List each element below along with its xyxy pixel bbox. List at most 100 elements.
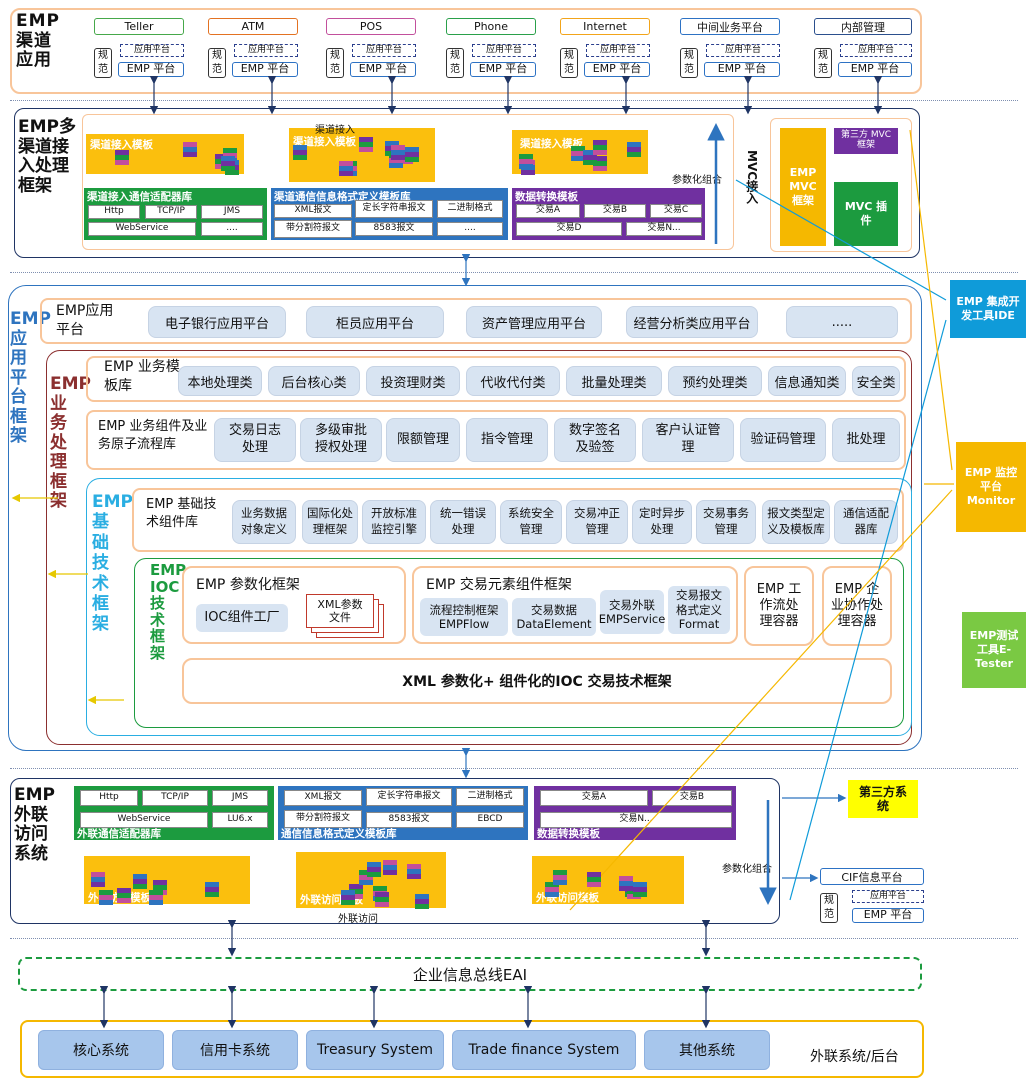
channel-4-header[interactable]: Internet (560, 18, 650, 35)
external-format-title: 通信信息格式定义模板库 (281, 828, 397, 840)
separator-2 (10, 272, 1018, 273)
element-0[interactable]: 流程控制框架 EMPFlow (420, 598, 508, 636)
template-2[interactable]: 投资理财类 (366, 366, 460, 396)
component-4[interactable]: 数字签名及验签 (554, 418, 636, 462)
ext-tpl-right-block-6-bar-2 (553, 880, 567, 885)
separator-1 (10, 100, 1018, 101)
component-2[interactable]: 限额管理 (386, 418, 460, 462)
ext-tpl-left-block-3 (91, 872, 105, 887)
base-item-8[interactable]: 报文类型定义及模板库 (762, 500, 830, 544)
ext-tpl-mid-block-1-bar-2 (349, 894, 363, 899)
monitor-tool[interactable]: EMP 监控平台 Monitor (956, 442, 1026, 532)
backend-0[interactable]: 核心系统 (38, 1030, 164, 1070)
platform-2[interactable]: 资产管理应用平台 (466, 306, 602, 338)
platform-1[interactable]: 柜员应用平台 (306, 306, 444, 338)
access-tpl-mid-block-4-bar-0 (405, 147, 419, 152)
third-mvc-box: 第三方 MVC 框架 (834, 128, 898, 154)
channel-6-platform: EMP 平台 (838, 62, 912, 77)
component-6[interactable]: 验证码管理 (740, 418, 826, 462)
channel-3-header[interactable]: Phone (446, 18, 536, 35)
ext-tpl-mid-block-5-bar-1 (375, 897, 389, 902)
ext-tpl-mid-block-6-bar-0 (359, 870, 373, 875)
external-chip-12: 交易B (652, 790, 732, 806)
channel-1-platform: EMP 平台 (232, 62, 298, 77)
access-tpl-mid-block-3 (391, 145, 405, 160)
channel-2-header[interactable]: POS (326, 18, 416, 35)
template-3[interactable]: 代收代付类 (466, 366, 560, 396)
ide-tool[interactable]: EMP 集成开发工具IDE (950, 280, 1026, 338)
access-arrow-label: 渠道接入 (315, 125, 355, 136)
cif-app: 应用平台 (852, 890, 924, 903)
cif-app-text: 应用平台 (869, 891, 906, 901)
base-item-5[interactable]: 交易冲正管理 (566, 500, 628, 544)
template-5[interactable]: 预约处理类 (668, 366, 762, 396)
base-item-3[interactable]: 统一错误处理 (430, 500, 496, 544)
ext-tpl-left-block-3-bar-0 (91, 872, 105, 877)
cif-platform[interactable]: CIF信息平台 (820, 868, 924, 885)
biz-frame-title-text: EMP业务处理框架 (50, 374, 91, 512)
component-1[interactable]: 多级审批授权处理 (300, 418, 382, 462)
backend-1[interactable]: 信用卡系统 (172, 1030, 298, 1070)
platform-3[interactable]: 经营分析类应用平台 (626, 306, 758, 338)
element-1[interactable]: 交易数据 DataElement (512, 598, 596, 636)
template-0[interactable]: 本地处理类 (178, 366, 262, 396)
cif-gui-text: 规范 (824, 895, 834, 920)
channel-5-gui: 规范 (680, 48, 698, 78)
channel-5-header[interactable]: 中间业务平台 (680, 18, 780, 35)
access-tpl-mid-block-8-bar-1 (293, 150, 307, 155)
element-3[interactable]: 交易报文格式定义 Format (668, 586, 730, 634)
component-5[interactable]: 客户认证管理 (642, 418, 734, 462)
access-tpl-left-block-5-bar-2 (115, 160, 129, 165)
component-0[interactable]: 交易日志处理 (214, 418, 296, 462)
template-7[interactable]: 安全类 (852, 366, 900, 396)
channel-6-app: 应用平台 (840, 44, 912, 57)
ext-tpl-right-block-3-bar-2 (619, 886, 633, 891)
base-item-2[interactable]: 开放标准监控引擎 (362, 500, 426, 544)
component-7[interactable]: 批处理 (832, 418, 900, 462)
base-item-1[interactable]: 国际化处理框架 (302, 500, 358, 544)
access-tpl-right-block-1 (593, 156, 607, 171)
third-party-text: 第三方系统 (858, 784, 907, 813)
ext-tpl-right-block-3-bar-0 (619, 876, 633, 881)
base-item-7[interactable]: 交易事务管理 (696, 500, 756, 544)
xml-file-text: XML参数文件 (317, 597, 363, 624)
channel-0-header[interactable]: Teller (94, 18, 184, 35)
template-4[interactable]: 批量处理类 (566, 366, 662, 396)
backend-3[interactable]: Trade finance System (452, 1030, 636, 1070)
access-param-label: 参数化组合 (672, 175, 722, 186)
access-tpl-right-block-5-bar-2 (593, 150, 607, 155)
channel-1-header[interactable]: ATM (208, 18, 298, 35)
base-item-4[interactable]: 系统安全管理 (500, 500, 562, 544)
backend-2[interactable]: Treasury System (306, 1030, 444, 1070)
channel-5-app: 应用平台 (706, 44, 780, 57)
third-party-system[interactable]: 第三方系统 (848, 780, 918, 818)
ext-tpl-left-block-6-bar-1 (99, 895, 113, 900)
channel-section-title: EMP渠道应用 (16, 11, 60, 86)
channel-3-app: 应用平台 (472, 44, 536, 57)
access-tpl-mid-block-7-bar-2 (339, 171, 353, 176)
access-tpl-mid-block-4-bar-1 (405, 152, 419, 157)
base-item-6[interactable]: 定时异步处理 (632, 500, 692, 544)
base-item-9[interactable]: 通信适配器库 (834, 500, 898, 544)
template-6[interactable]: 信息通知类 (768, 366, 846, 396)
channel-6-header[interactable]: 内部管理 (814, 18, 912, 35)
backend-4[interactable]: 其他系统 (644, 1030, 770, 1070)
ext-tpl-mid-block-1 (349, 884, 363, 899)
ext-tpl-left-block-4-bar-1 (205, 887, 219, 892)
base-item-0[interactable]: 业务数据对象定义 (232, 500, 296, 544)
tester-tool[interactable]: EMP测试工具E-Tester (962, 612, 1026, 688)
base-tech-title: EMP基础技术框架 (92, 492, 133, 635)
platform-0[interactable]: 电子银行应用平台 (148, 306, 286, 338)
ext-tpl-right-block-5-bar-0 (587, 872, 601, 877)
element-2[interactable]: 交易外联 EMPService (599, 590, 665, 634)
ext-tpl-left-block-2-bar-2 (149, 900, 163, 905)
access-adapter-title: 渠道接入通信适配器库 (87, 191, 192, 203)
component-3[interactable]: 指令管理 (466, 418, 548, 462)
third-mvc-text: 第三方 MVC 框架 (840, 130, 892, 150)
platform-4[interactable]: ..... (786, 306, 898, 338)
access-tpl-mid-block-3-bar-1 (391, 150, 405, 155)
ioc-title-text: EMP IOC技术框架 (150, 561, 187, 662)
template-1[interactable]: 后台核心类 (268, 366, 360, 396)
access-tpl-mid-block-8-bar-2 (293, 155, 307, 160)
external-chip-13: 交易N... (540, 812, 732, 828)
